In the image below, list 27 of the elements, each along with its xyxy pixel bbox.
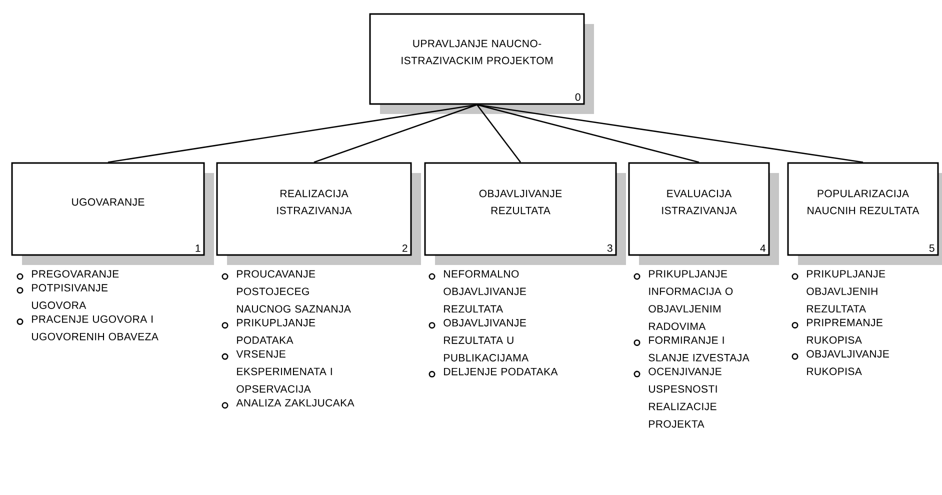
connector-line bbox=[476, 104, 700, 163]
bullet-item: OBJAVLJIVANJE RUKOPISA bbox=[792, 350, 889, 376]
box-number: 1 bbox=[196, 244, 200, 252]
connector-line bbox=[314, 104, 478, 163]
box-number: 0 bbox=[575, 93, 580, 101]
box-number: 3 bbox=[607, 244, 612, 252]
bullet-item: PROUCAVANJE POSTOJECEG NAUCNOG SAZNANJA bbox=[222, 270, 351, 313]
bullet-item: OCENJIVANJE USPESNOSTI REALIZACIJE PROJEKTA bbox=[634, 368, 722, 428]
connector-line bbox=[476, 104, 522, 163]
bullet-item: ANALIZA ZAKLJUCAKA bbox=[222, 399, 354, 409]
bullet-item: FORMIRANJE I SLANJE IZVESTAJA bbox=[634, 336, 750, 362]
bullet-item: PRIKUPLJANJE OBJAVLJENIH REZULTATA bbox=[792, 270, 886, 313]
bullet-item: DELJENJE PODATAKA bbox=[428, 368, 558, 378]
bullet-item: PRIPREMANJE RUKOPISA bbox=[792, 318, 882, 344]
bullet-item: PRIKUPLJANJE INFORMACIJA O OBJAVLJENIM RADOVIMA bbox=[634, 270, 733, 330]
bullet-item: PRACENJE UGOVORA I UGOVORENIH OBAVEZA bbox=[16, 315, 158, 340]
bullet-item: OBJAVLJIVANJE REZULTATA U PUBLIKACIJAMA bbox=[428, 319, 529, 362]
connector-line bbox=[476, 104, 864, 163]
connector-line bbox=[108, 104, 478, 163]
box-number: 2 bbox=[402, 244, 408, 252]
box-number: 4 bbox=[760, 244, 766, 252]
bullet-item: PREGOVARANJE bbox=[16, 270, 119, 280]
bullet-item: NEFORMALNO OBJAVLJIVANJE REZULTATA bbox=[428, 270, 526, 313]
bullet-item: POTPISIVANJE UGOVORA bbox=[16, 284, 108, 309]
bullet-item: PRIKUPLJANJE PODATAKA bbox=[222, 319, 316, 344]
bullet-item: VRSENJE EKSPERIMENATA I OPSERVACIJA bbox=[222, 350, 332, 393]
box-number: 5 bbox=[929, 244, 934, 252]
